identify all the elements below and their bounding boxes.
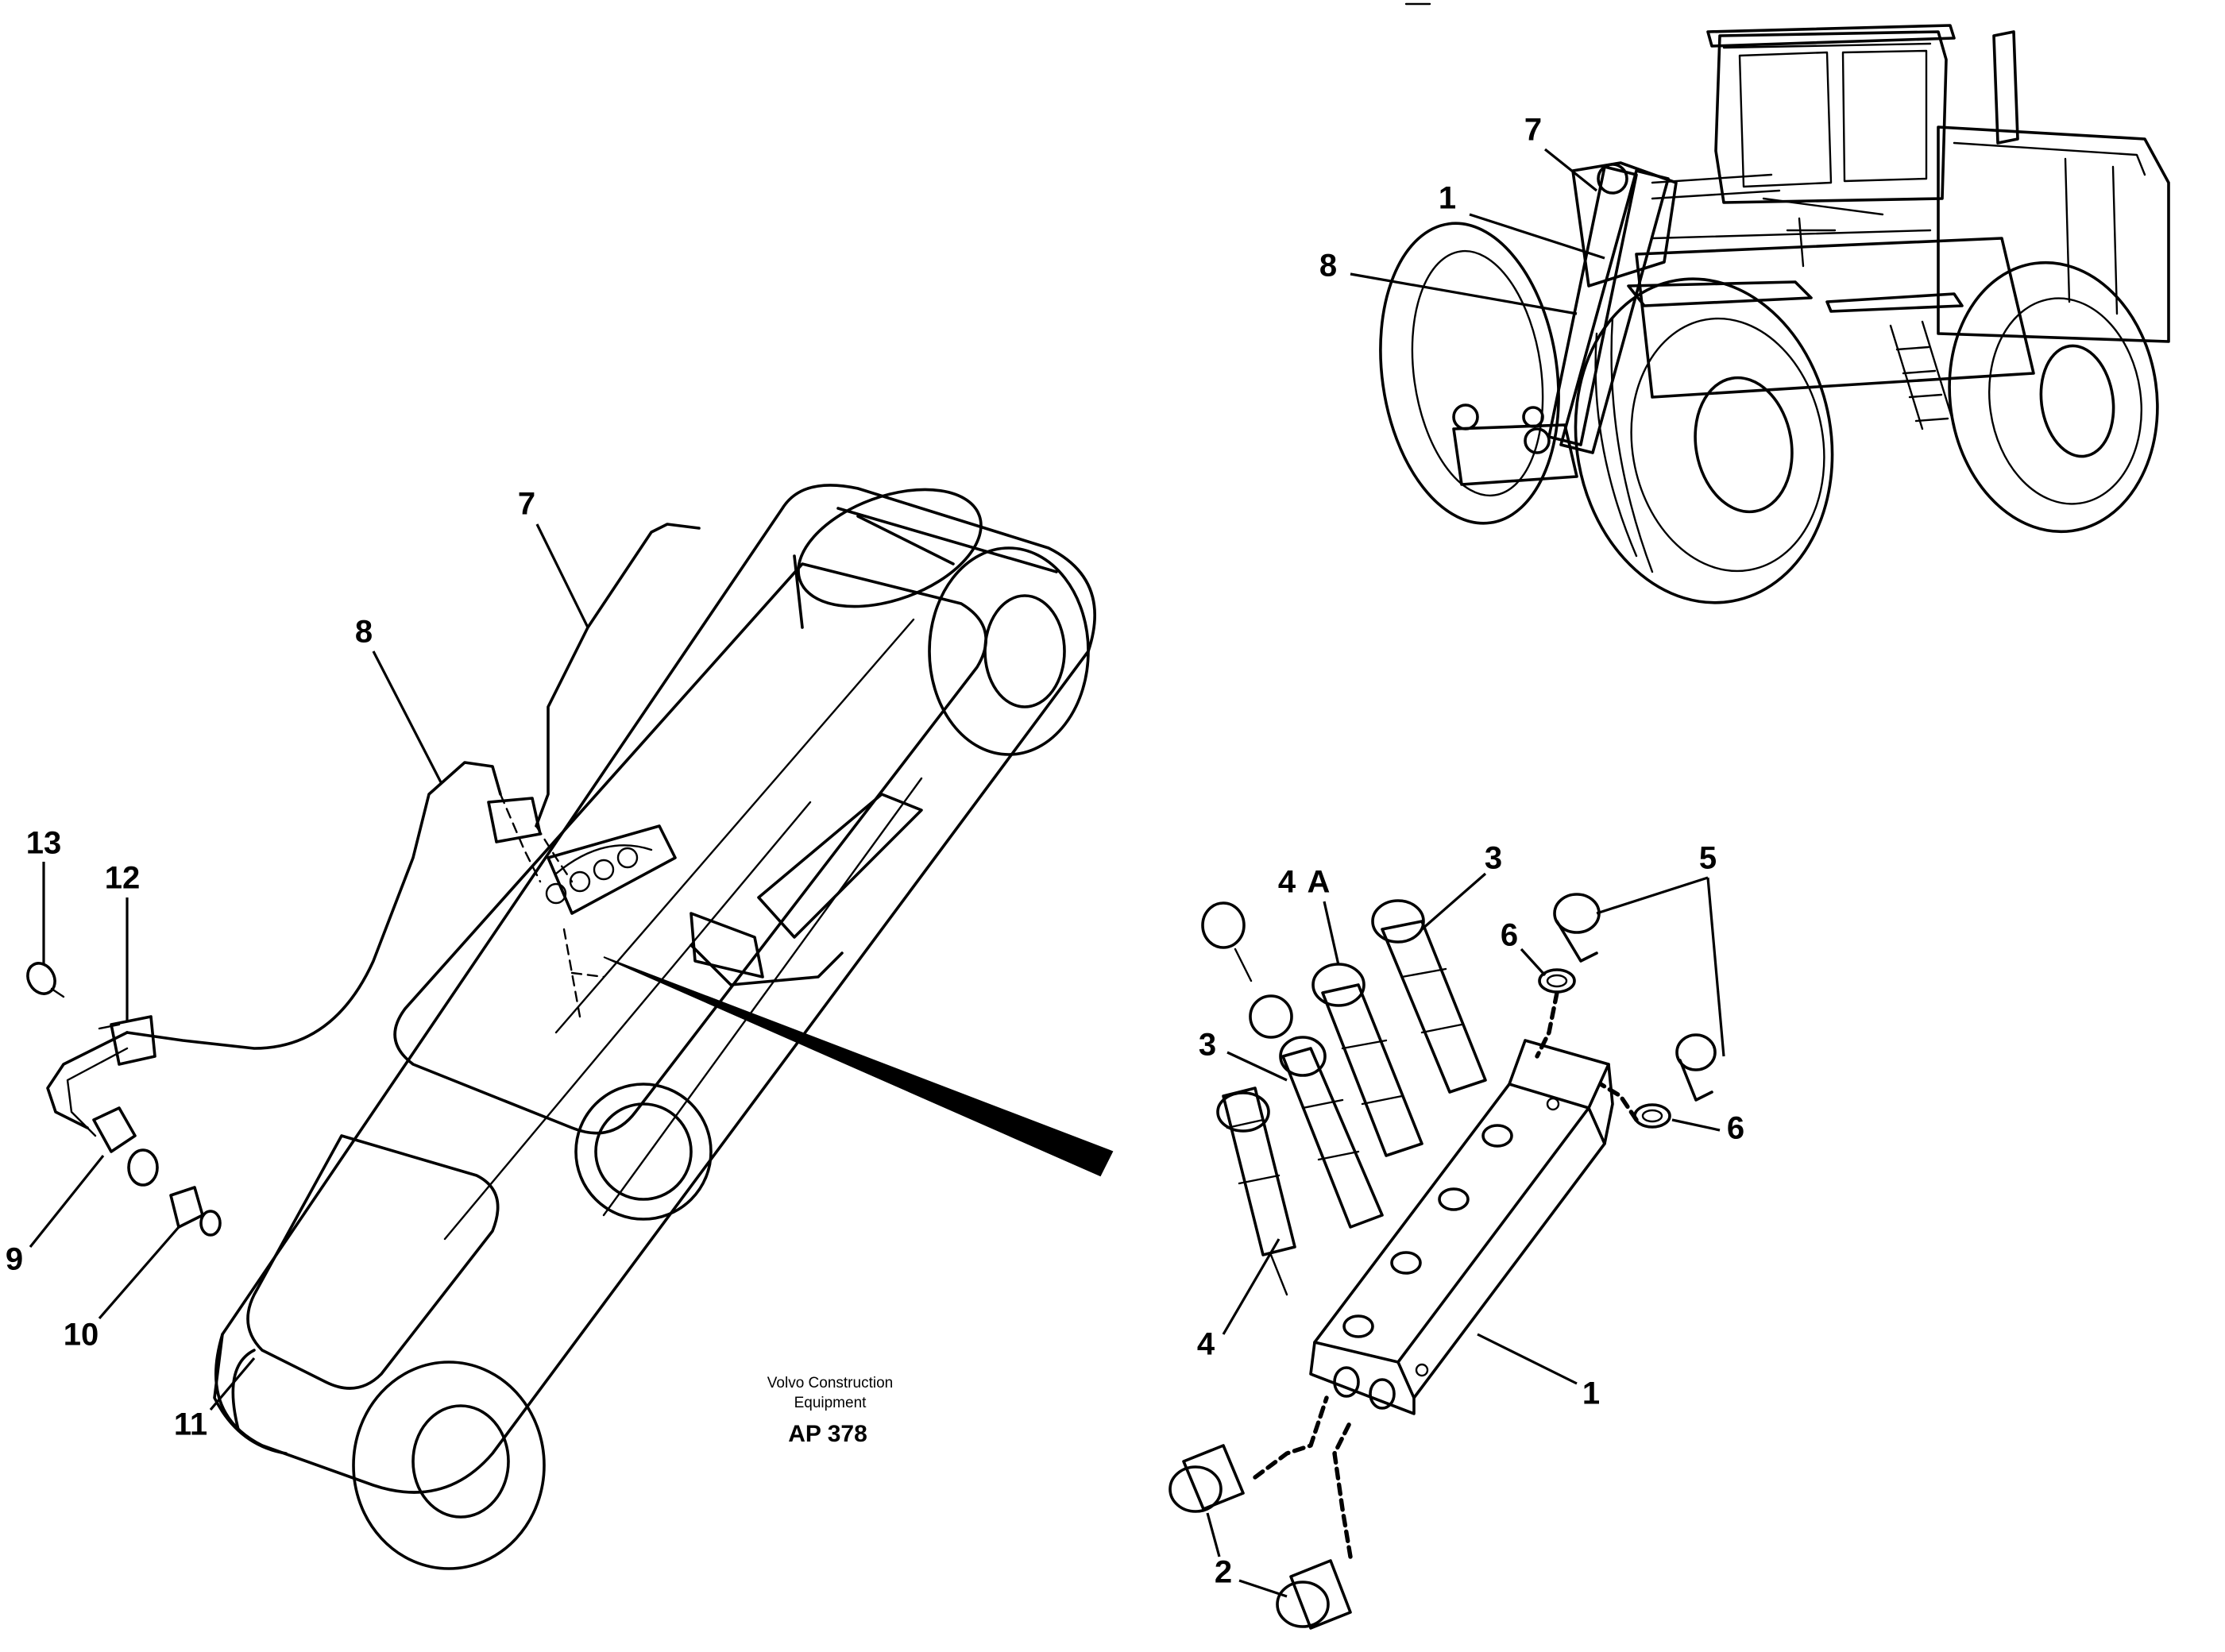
callout-block-4-bottom: 4 (1197, 1327, 1215, 1362)
callout-loader-1: 1 (1439, 181, 1456, 216)
lift-arm-illustration (213, 484, 1096, 1570)
callout-arm-9: 9 (6, 1242, 23, 1277)
callout-block-1: 1 (1582, 1376, 1600, 1411)
lubrication-lines (46, 523, 701, 1137)
diagram-credit: Volvo Construction Equipment AP 378 (767, 1375, 893, 1447)
callout-block-A: A (1308, 865, 1331, 900)
callout-block-6-top: 6 (1501, 918, 1518, 953)
callout-loader-7: 7 (1524, 113, 1542, 148)
callout-block-2: 2 (1215, 1555, 1232, 1590)
detail-pointer (603, 956, 1114, 1177)
block-callouts: 4 A 3 5 6 6 3 4 1 2 (1197, 841, 1744, 1598)
callout-block-4: 4 (1278, 865, 1296, 900)
distribution-block-detail (1169, 893, 1717, 1630)
callout-arm-8: 8 (355, 615, 373, 650)
callout-block-3-top: 3 (1485, 841, 1502, 876)
callout-block-5: 5 (1699, 841, 1717, 876)
credit-equipment: Equipment (794, 1395, 867, 1411)
callout-block-3-left: 3 (1199, 1028, 1216, 1063)
pipe-bracket-and-fittings (26, 962, 222, 1237)
callout-block-6-right: 6 (1727, 1111, 1744, 1146)
diagram-code: AP 378 (788, 1421, 867, 1447)
wheel-loader-illustration (1379, 2, 2170, 604)
callout-arm-11: 11 (174, 1407, 207, 1442)
callout-arm-13: 13 (26, 826, 62, 861)
credit-company: Volvo Construction (767, 1375, 893, 1391)
callout-loader-8: 8 (1319, 249, 1337, 284)
callout-arm-10: 10 (64, 1318, 99, 1353)
callout-arm-7: 7 (518, 487, 535, 522)
callout-arm-12: 12 (105, 861, 141, 896)
loader-callouts: 7 1 8 (1319, 113, 1605, 315)
arm-callouts: 7 8 13 12 9 10 11 (6, 487, 589, 1442)
